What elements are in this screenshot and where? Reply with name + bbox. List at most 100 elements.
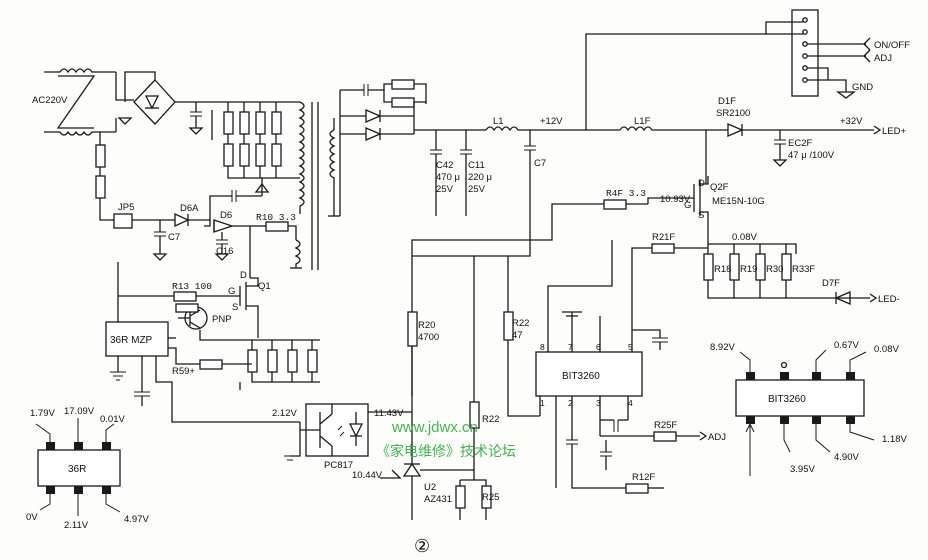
ec2f-value: 47 μ /100V (788, 150, 835, 161)
transformer (290, 101, 340, 270)
r10-label: R10 3.3 (256, 212, 296, 223)
v008-top-label: 0.08V (732, 232, 757, 243)
ac-input-label: AC220V (32, 95, 68, 106)
bit3260-pinout (735, 349, 875, 476)
v118-label: 1.18V (882, 434, 907, 445)
q2f-label: Q2F (710, 182, 729, 193)
q1-gate-label: G (228, 286, 235, 297)
u2-label: U2 (424, 482, 436, 493)
v212-label: 2.12V (272, 408, 297, 419)
gnd-label: GND (852, 82, 873, 93)
v1093-label: 10.93V (660, 194, 691, 205)
led-plus-label: LED+ (882, 126, 906, 137)
sr2100-label: SR2100 (716, 108, 750, 119)
c42-value: 470 μ (436, 172, 460, 183)
adj-input-label: ADJ (708, 432, 726, 443)
v179-label: 1.79V (30, 408, 55, 419)
r22-value: 47 (512, 330, 523, 341)
d7f-label: D7F (822, 278, 840, 289)
q1-source-label: S (232, 302, 238, 313)
r20-value: 4700 (418, 332, 439, 343)
pin1-label: 1 (540, 398, 545, 408)
r33f-label: R33F (792, 264, 815, 275)
startup-circuit (113, 190, 297, 261)
r25-label: R25 (482, 492, 499, 503)
q2f-source-label: S (698, 210, 704, 221)
r20-label: R20 (418, 320, 435, 331)
pin2-label: 2 (568, 398, 573, 408)
pin7-label: 7 (568, 342, 573, 352)
c11-label: C11 (468, 160, 485, 171)
connector-block (765, 9, 871, 99)
pc817-label: PC817 (324, 460, 353, 471)
jp5-label: JP5 (118, 202, 134, 213)
v211-label: 2.11V (64, 520, 89, 531)
q2f-gate-label: G (684, 200, 691, 211)
v497-label: 4.97V (124, 514, 149, 525)
v1709-label: 17.09V (64, 406, 95, 417)
r18-label: R18 (714, 264, 731, 275)
v0-label: 0V (26, 512, 38, 523)
secondary-rectifier (333, 33, 766, 216)
ic-36r-mzp-label: 36R MZP (110, 335, 153, 346)
c11-voltage: 25V (468, 184, 486, 195)
c16-label: C16 (216, 246, 233, 257)
q1-drain-label: D (240, 270, 247, 281)
r25f-label: R25F (654, 420, 677, 431)
adj-connector-label: ADJ (874, 53, 892, 64)
v008-pin-label: 0.08V (874, 344, 899, 355)
c42-voltage: 25V (436, 184, 454, 195)
v001-label: 0.01V (100, 414, 125, 425)
pnp-label: PNP (212, 314, 232, 325)
c11-value: 220 μ (468, 172, 492, 183)
q1-label: Q1 (258, 281, 271, 292)
bit3260-main-ic (535, 240, 708, 494)
pin8-label: 8 (540, 342, 545, 352)
d6a-label: D6A (180, 203, 199, 214)
q2f-drain-label: D (698, 178, 705, 189)
c42-label: C42 (436, 160, 453, 171)
pin5-label: 5 (628, 342, 633, 352)
r13-label: R13 100 (172, 281, 212, 292)
d1f-label: D1F (718, 96, 736, 107)
r59-label: R59+ (172, 366, 195, 377)
watermark-forum: 《家电维修》技术论坛 (376, 443, 516, 460)
v892-label: 8.92V (710, 342, 735, 353)
c7-right-label: C7 (534, 158, 546, 169)
primary-switch (105, 226, 320, 423)
primary-resistor-bank (211, 101, 300, 196)
r22-bottom-label: R22 (482, 414, 499, 425)
c7-left-label: C7 (168, 232, 180, 243)
ac-input-section (44, 68, 220, 221)
pin3-label: 3 (596, 398, 601, 408)
plus12v-label: +12V (540, 116, 563, 127)
r4f-label: R4F 3.3 (606, 188, 646, 199)
v1044-label: 10.44V (352, 470, 383, 481)
ic-36r-label: 36R (68, 464, 86, 475)
me15n-label: ME15N-10G (712, 196, 765, 207)
r21f-label: R21F (652, 232, 675, 243)
bit3260-main-label: BIT3260 (562, 371, 600, 382)
on-off-label: ON/OFF (874, 40, 910, 51)
plus32v-label: +32V (840, 116, 863, 127)
ec2f-label: EC2F (788, 138, 812, 149)
v1143-label: 11.43V (374, 408, 404, 419)
feedback-network (366, 188, 540, 520)
l1f-label: L1F (634, 116, 651, 127)
v067-label: 0.67V (834, 340, 859, 351)
led-minus-label: LED- (878, 294, 900, 305)
r19-label: R19 (740, 264, 757, 275)
v490-label: 4.90V (834, 452, 859, 463)
boost-stage (411, 123, 882, 396)
r30-label: R30 (766, 264, 783, 275)
v395-label: 3.95V (790, 464, 815, 475)
figure-number: ② (414, 536, 430, 557)
az431-label: AZ431 (424, 494, 452, 505)
d6-label: D6 (220, 210, 232, 221)
pin6-label: 6 (596, 342, 601, 352)
pin4-label: 4 (628, 398, 633, 408)
r22-top-label: R22 (512, 318, 529, 329)
watermark-url: www.jdwx.cn (391, 419, 478, 436)
